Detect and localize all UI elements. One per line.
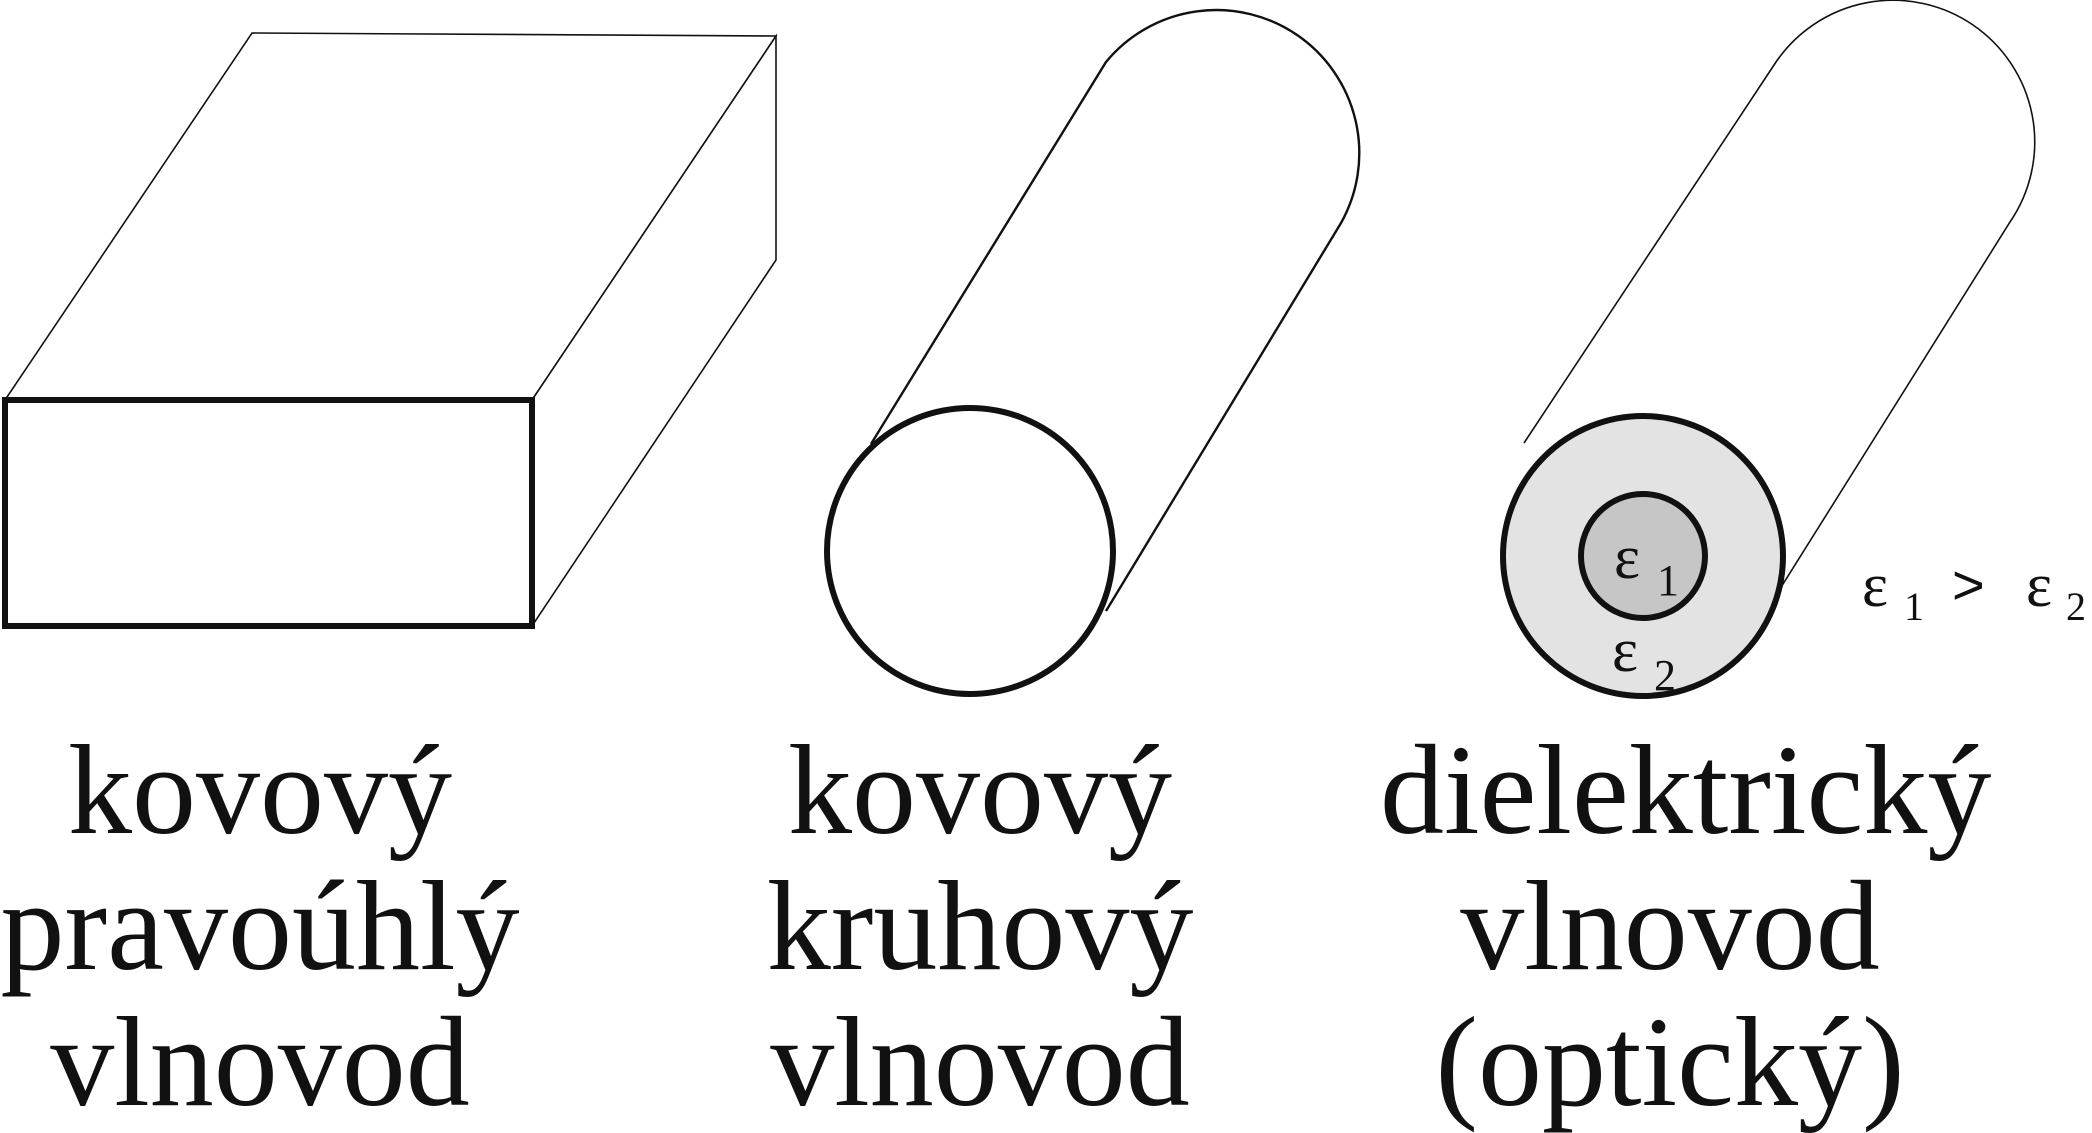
label-line: pravoúhlý [0, 855, 520, 997]
relation-left-symbol: ε [1862, 552, 1888, 620]
permittivity-relation: ε 1 > ε 2 [1862, 552, 2086, 629]
dielectric-waveguide-label: dielektrický vlnovod (optický) [1380, 719, 1992, 1133]
relation-left-subscript: 1 [1904, 584, 1924, 629]
circular-waveguide-shape [824, 8, 1361, 697]
label-line: kovový [68, 719, 452, 861]
label-line: kruhový [766, 855, 1194, 997]
label-line: vlnovod [770, 991, 1190, 1133]
box-front-face [2, 397, 535, 629]
rectangular-waveguide-label: kovový pravoúhlý vlnovod [0, 722, 520, 1130]
circular-waveguide-label: kovový kruhový vlnovod [740, 722, 1220, 1130]
cladding-permittivity-subscript: 2 [1654, 651, 1676, 700]
label-line: kovový [788, 719, 1172, 861]
fiber-core [1578, 491, 1708, 621]
relation-right-subscript: 2 [2066, 584, 2086, 629]
dielectric-waveguide-shape: ε 1 ε 2 [1500, 0, 2036, 700]
cladding-permittivity-symbol: ε [1612, 617, 1638, 685]
cylinder-cross-section [824, 405, 1116, 697]
relation-right-symbol: ε [2026, 552, 2052, 620]
core-permittivity-symbol: ε [1614, 524, 1640, 592]
label-line: vlnovod [50, 991, 470, 1133]
rectangular-waveguide-shape [2, 32, 778, 629]
label-line: vlnovod [1460, 855, 1880, 997]
label-line: (optický) [1435, 991, 1905, 1133]
label-line: dielektrický [1380, 719, 1992, 861]
core-permittivity-subscript: 1 [1657, 556, 1679, 605]
relation-operator: > [1952, 553, 1985, 616]
